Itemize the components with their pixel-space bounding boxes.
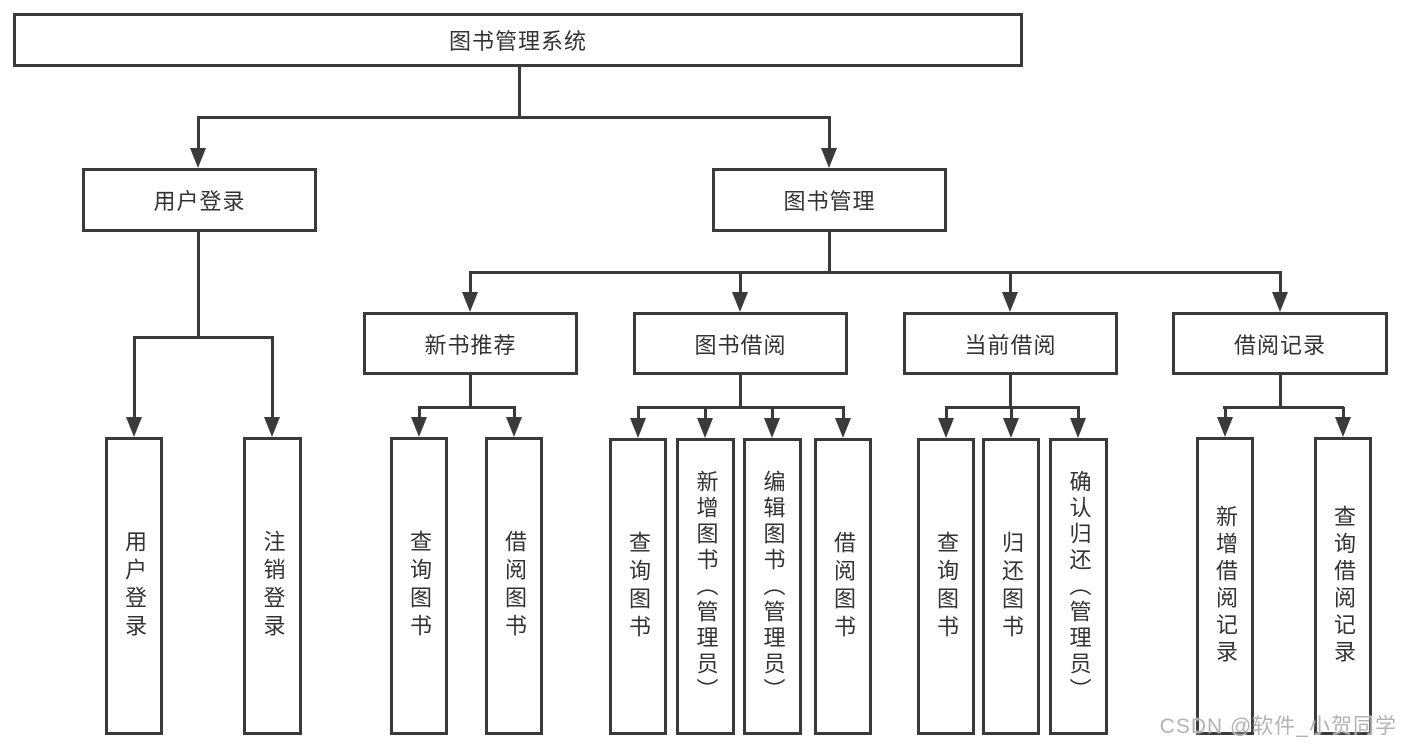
node-book-borrow: 图书借阅 [633,312,848,375]
connector-level2-rail [197,116,831,119]
arrow-stem [513,407,516,421]
node-label: 新书推荐 [424,332,517,358]
arrow-down-icon [1272,292,1288,312]
connector-current-stem [1009,375,1012,408]
arrow-down-icon [938,418,954,438]
node-label: 归还图书 [999,530,1024,643]
arrow-down-icon [462,292,478,312]
leaf-recommend-borrow-books: 借阅图书 [485,437,543,735]
leaf-current-query-books: 查询图书 [917,438,975,735]
node-book-management: 图书管理 [712,168,947,232]
arrow-down-icon [835,418,851,438]
arrow-stem [1224,407,1227,421]
node-label: 借阅图书 [502,530,527,642]
arrow-stem [1009,272,1012,296]
node-label: 当前借阅 [964,332,1057,358]
node-label: 图书管理系统 [448,29,587,54]
leaf-user-login: 用户登录 [105,437,163,735]
connector-login-stem [197,232,200,338]
leaf-borrow-add-books-admin: 新增图书（管理员） [676,438,735,735]
node-label: 确认归还（管理员） [1066,469,1092,704]
node-label: 查询图书 [626,530,651,643]
leaf-current-return-books: 归还图书 [982,438,1040,735]
leaf-current-confirm-return-admin: 确认归还（管理员） [1049,438,1108,735]
leaf-records-add-record: 新增借阅记录 [1196,437,1254,735]
arrow-down-icon [1003,418,1019,438]
arrow-down-icon [630,418,646,438]
connector-root-stem [518,67,521,118]
node-label: 查询图书 [407,530,432,642]
connector-borrow-rail [637,406,845,409]
connector-recommend-stem [469,375,472,408]
arrow-stem [637,407,640,422]
connector-level3-rail [469,271,1282,274]
arrow-down-icon [190,148,206,168]
arrow-stem [1279,272,1282,296]
node-label: 编辑图书（管理员） [760,469,786,704]
node-current-borrow: 当前借阅 [903,312,1118,375]
arrow-stem [271,337,274,421]
arrow-stem [739,272,742,296]
node-label: 新增图书（管理员） [693,469,719,704]
leaf-recommend-query-books: 查询图书 [390,437,448,735]
leaf-records-query-record: 查询借阅记录 [1314,437,1372,735]
arrow-down-icon [821,148,837,168]
connector-recommend-rail [418,406,516,409]
arrow-stem [1342,407,1345,421]
arrow-stem [945,407,948,422]
connector-login-rail [133,336,274,339]
leaf-borrow-borrow-books: 借阅图书 [814,438,872,735]
arrow-stem [469,272,472,296]
node-label: 查询借阅记录 [1331,505,1356,667]
arrow-stem [418,407,421,421]
connector-mgmt-stem [828,232,831,273]
arrow-down-icon [732,292,748,312]
node-label: 新增借阅记录 [1213,505,1238,667]
arrow-down-icon [1002,292,1018,312]
arrow-down-icon [506,417,522,437]
arrow-down-icon [411,417,427,437]
arrow-stem [1077,407,1080,422]
arrow-stem [133,337,136,421]
arrow-down-icon [764,418,780,438]
arrow-stem [197,118,200,152]
arrow-stem [1010,407,1013,422]
leaf-borrow-query-books: 查询图书 [609,438,667,735]
connector-records-stem [1279,375,1282,408]
csdn-watermark: CSDN @软件_小贺同学 [1159,715,1397,738]
node-label: 用户登录 [122,530,147,642]
connector-borrow-stem [739,375,742,408]
node-new-book-recommend: 新书推荐 [363,312,578,375]
node-borrow-records: 借阅记录 [1172,312,1388,375]
arrow-stem [704,407,707,422]
node-label: 查询图书 [934,530,959,643]
arrow-down-icon [1335,417,1351,437]
node-user-login: 用户登录 [82,168,317,232]
arrow-stem [828,118,831,152]
leaf-borrow-edit-books-admin: 编辑图书（管理员） [743,438,802,735]
arrow-stem [842,407,845,422]
node-label: 用户登录 [153,189,246,214]
arrow-down-icon [1217,417,1233,437]
node-label: 注销登录 [260,530,286,642]
node-label: 图书管理 [783,189,876,214]
node-label: 借阅记录 [1233,332,1326,358]
node-label: 借阅图书 [831,530,856,643]
arrow-down-icon [697,418,713,438]
arrow-down-icon [126,417,142,437]
node-label: 图书借阅 [694,332,787,358]
leaf-logout: 注销登录 [243,437,302,735]
arrow-stem [771,407,774,422]
arrow-down-icon [1070,418,1086,438]
arrow-down-icon [264,417,280,437]
connector-records-rail [1223,406,1344,409]
node-root-library-system: 图书管理系统 [13,13,1023,67]
